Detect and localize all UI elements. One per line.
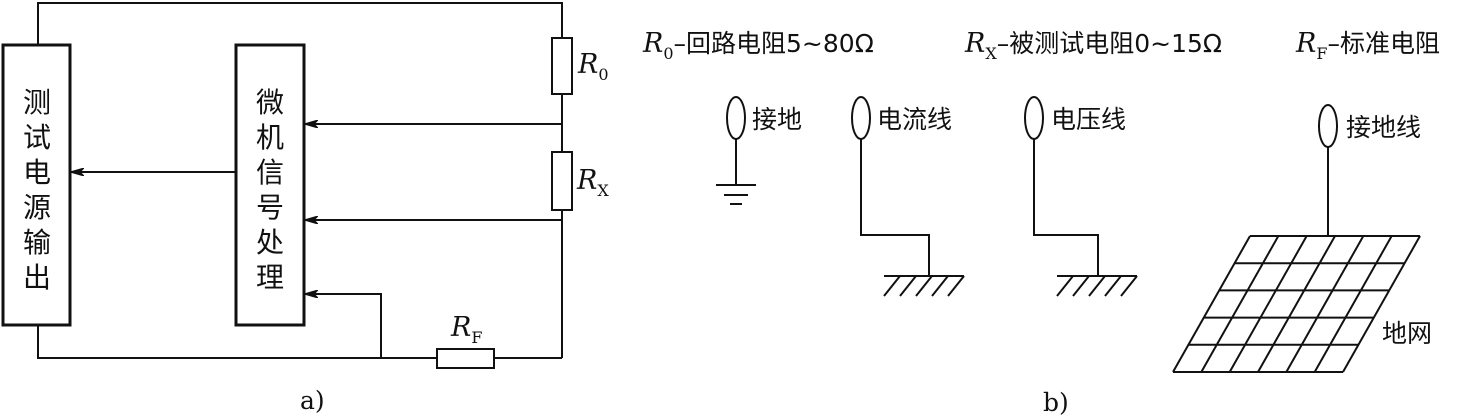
rf-resistor — [436, 348, 495, 369]
grid-col-line — [1342, 235, 1421, 373]
tap-arrow-3 — [306, 294, 382, 358]
grid-label: 地网 — [1382, 319, 1432, 348]
processor-box-label-char: 信 — [256, 156, 284, 189]
ground-label: 接地 — [752, 105, 802, 134]
processor-box-label-char: 机 — [256, 121, 284, 154]
processor-box-label-char: 微 — [256, 86, 284, 119]
processor-box-label-char: 号 — [256, 191, 284, 224]
caption-b: b) — [1043, 388, 1069, 417]
circuit-diagram-a — [1, 2, 573, 369]
rx-label: RX — [576, 165, 609, 200]
signal-processing-box — [234, 43, 306, 327]
legend-rf: RF–标准电阻 — [1295, 28, 1440, 63]
voltage-line-label: 电压线 — [1051, 105, 1126, 134]
top-wire — [37, 2, 563, 45]
grid-col-line — [1200, 235, 1280, 373]
r0-resistor — [551, 37, 573, 95]
power-box-label-char: 出 — [23, 261, 51, 294]
rx-resistor — [551, 151, 573, 211]
power-box-label-char: 测 — [23, 86, 51, 119]
r0-label: R0 — [577, 49, 609, 84]
legend-rx: RX–被测试电阻0~15Ω — [964, 28, 1222, 63]
power-box-label-char: 电 — [23, 156, 51, 189]
caption-a: a) — [300, 386, 325, 415]
grid-col-line — [1257, 235, 1336, 373]
terminals-b — [716, 96, 1421, 373]
ground-line-label: 接地线 — [1346, 113, 1421, 142]
voltage-line-wire — [1033, 139, 1099, 276]
grid-col-line — [1285, 235, 1365, 373]
current-line-label: 电流线 — [877, 105, 952, 134]
rf-label: RF — [450, 312, 482, 347]
grid-col-line — [1228, 235, 1308, 373]
power-box-label-char: 试 — [23, 121, 51, 154]
grid-col-line — [1313, 235, 1393, 373]
grid-col-line — [1172, 235, 1251, 373]
processor-box-label-char: 处 — [256, 226, 284, 259]
ground-line-terminal — [1318, 104, 1338, 148]
voltage-line-terminal — [1024, 96, 1044, 140]
current-earth-hatch — [883, 275, 965, 297]
power-box-label-char: 源 — [23, 191, 51, 224]
current-line-terminal — [851, 96, 871, 140]
current-line-wire — [860, 139, 930, 276]
ground-terminal — [726, 96, 746, 140]
legend-r0: R0–回路电阻5~80Ω — [642, 28, 874, 63]
power-box-label-char: 输 — [23, 226, 51, 259]
bottom-wire-left — [37, 325, 437, 359]
test-power-output-box — [1, 43, 72, 327]
processor-box-label-char: 理 — [256, 261, 284, 294]
ground-grid — [1172, 235, 1421, 373]
voltage-earth-hatch — [1056, 275, 1138, 297]
